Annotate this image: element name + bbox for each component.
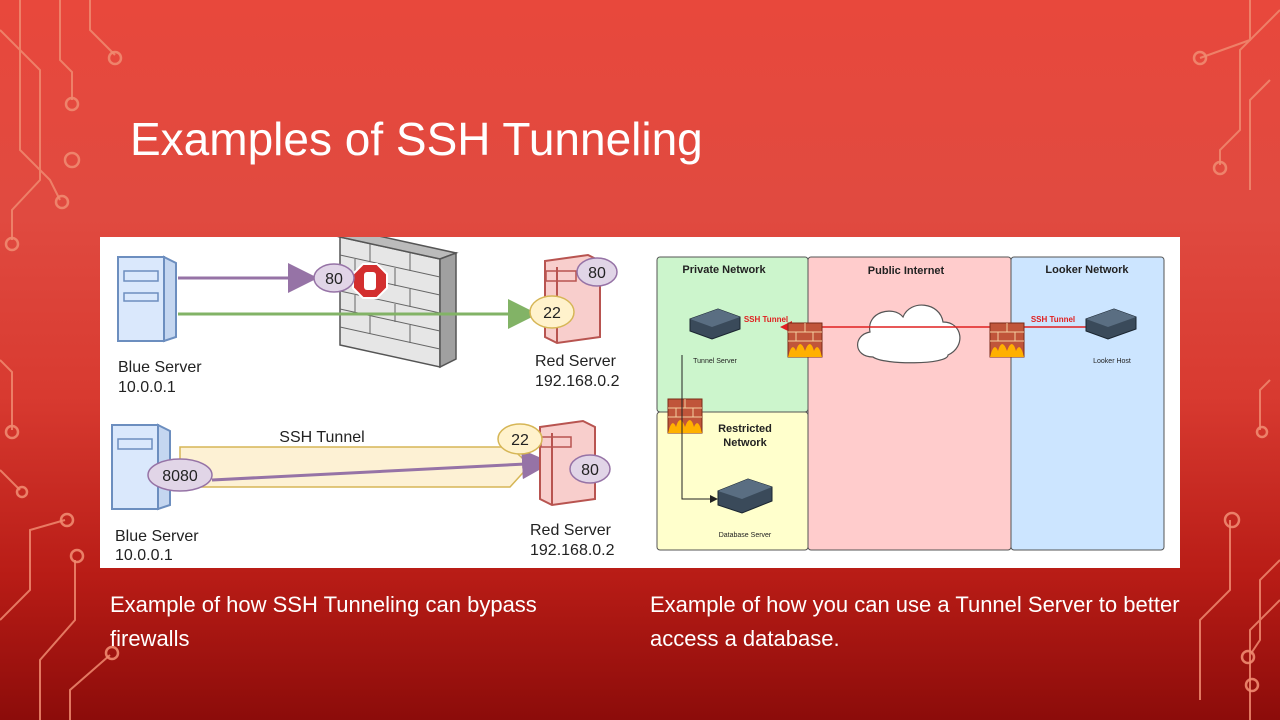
red-server-ip-bottom: 192.168.0.2: [530, 542, 615, 559]
svg-text:80: 80: [588, 265, 606, 282]
caption-left: Example of how SSH Tunneling can bypass …: [110, 592, 537, 651]
firewall-icon-private: [787, 322, 823, 358]
restricted-network-label-2: Network: [723, 437, 767, 449]
svg-text:80: 80: [325, 271, 343, 288]
firewall-icon-looker: [989, 322, 1025, 358]
blue-server-label: Blue Server: [118, 359, 202, 376]
red-server-label-bottom: Red Server: [530, 522, 612, 539]
firewall-icon-restricted: [667, 398, 703, 434]
database-server-icon: [717, 478, 773, 514]
database-server-label: Database Server: [719, 532, 772, 539]
ssh-tunnel-label-right: SSH Tunnel: [1031, 315, 1075, 324]
port-80-forward-cloud: 80: [569, 454, 611, 484]
private-network-label: Private Network: [682, 264, 766, 276]
port-80-target-cloud: 80: [576, 257, 618, 287]
svg-text:22: 22: [511, 432, 529, 449]
ssh-tunnel-label-left: SSH Tunnel: [744, 315, 788, 324]
stop-hand-icon: [352, 263, 388, 299]
ssh-tunnel-label: SSH Tunnel: [279, 429, 364, 446]
looker-network-label: Looker Network: [1045, 264, 1129, 276]
blue-server-ip-bottom: 10.0.0.1: [115, 547, 173, 564]
looker-host-label: Looker Host: [1093, 358, 1131, 365]
database-connection-line: [681, 355, 718, 503]
red-server-icon-bottom: [539, 419, 596, 507]
slide-title: Examples of SSH Tunneling: [130, 113, 703, 165]
looker-network-zone: [1010, 256, 1165, 551]
brick-wall-icon: [337, 237, 459, 369]
port-80-cloud: 80: [313, 263, 355, 293]
port-22-tunnel-cloud: 22: [497, 423, 543, 455]
caption-right: Example of how you can use a Tunnel Serv…: [650, 592, 1180, 651]
tunnel-server-icon: [689, 308, 741, 340]
private-network-zone: [656, 256, 809, 413]
red-server-label: Red Server: [535, 353, 617, 370]
port-8080-cloud: 8080: [147, 458, 213, 492]
blue-server-ip: 10.0.0.1: [118, 379, 176, 396]
red-server-ip: 192.168.0.2: [535, 373, 620, 390]
svg-text:80: 80: [581, 462, 599, 479]
tunnel-server-diagram: Private Network Public Internet Looker N…: [648, 237, 1180, 568]
firewall-bypass-diagram: Blue Server 10.0.0.1: [100, 237, 648, 568]
internet-cloud-icon: [857, 304, 961, 364]
blue-server-label-bottom: Blue Server: [115, 528, 199, 545]
svg-text:22: 22: [543, 305, 561, 322]
public-internet-label: Public Internet: [868, 265, 945, 277]
blue-server-icon: [117, 255, 177, 343]
tunnel-server-label: Tunnel Server: [693, 358, 737, 365]
forwarded-connection-arrow: [211, 449, 552, 482]
looker-host-icon: [1085, 308, 1137, 340]
public-internet-zone: [807, 256, 1012, 551]
restricted-network-label-1: Restricted: [718, 423, 772, 435]
svg-text:8080: 8080: [162, 468, 198, 485]
port-22-cloud: 22: [529, 295, 575, 329]
